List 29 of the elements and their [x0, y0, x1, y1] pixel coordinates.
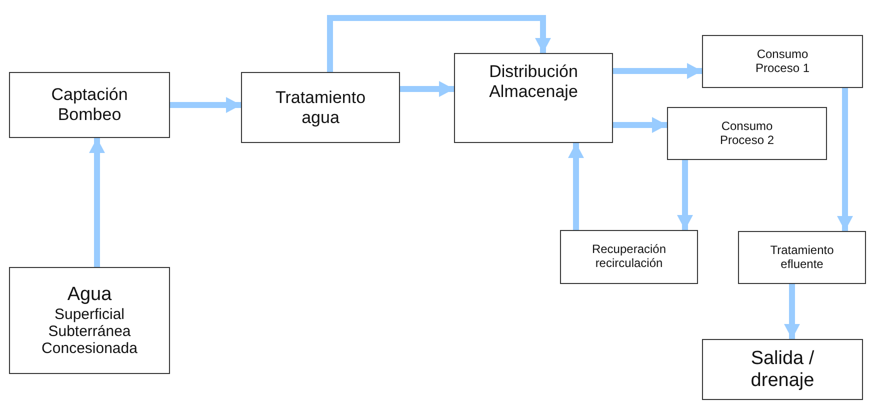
- node-body: Superficial Subterránea Concesionada: [40, 306, 138, 358]
- node-label: Tratamiento agua: [274, 88, 367, 128]
- arrow: [613, 63, 702, 79]
- arrow: [89, 138, 105, 267]
- process-box: [454, 53, 613, 143]
- arrow: [613, 117, 667, 133]
- node-label: Tratamiento efluente: [769, 244, 835, 272]
- node-label: Agua: [67, 284, 112, 306]
- process-box: [9, 72, 170, 138]
- node-label: Recuperación recirculación: [590, 243, 668, 271]
- node-label: Consumo Proceso 2: [718, 120, 776, 148]
- process-box: [9, 267, 170, 374]
- node-label: Consumo Proceso 1: [754, 48, 811, 76]
- process-box: [738, 231, 866, 284]
- arrow: [837, 88, 853, 231]
- node-label: Distribución Almacenaje: [488, 62, 579, 102]
- process-box: [702, 35, 863, 88]
- node-label: Captación Bombeo: [50, 85, 129, 125]
- arrow: [400, 81, 454, 97]
- process-box: [560, 230, 698, 284]
- arrow: [170, 97, 241, 113]
- process-box: [241, 72, 400, 143]
- arrow: [327, 15, 551, 72]
- process-box: [667, 107, 827, 160]
- node-label: Salida / drenaje: [750, 348, 816, 392]
- process-box: [702, 339, 863, 400]
- arrow: [677, 160, 693, 230]
- arrow: [784, 284, 800, 339]
- arrow: [568, 143, 584, 230]
